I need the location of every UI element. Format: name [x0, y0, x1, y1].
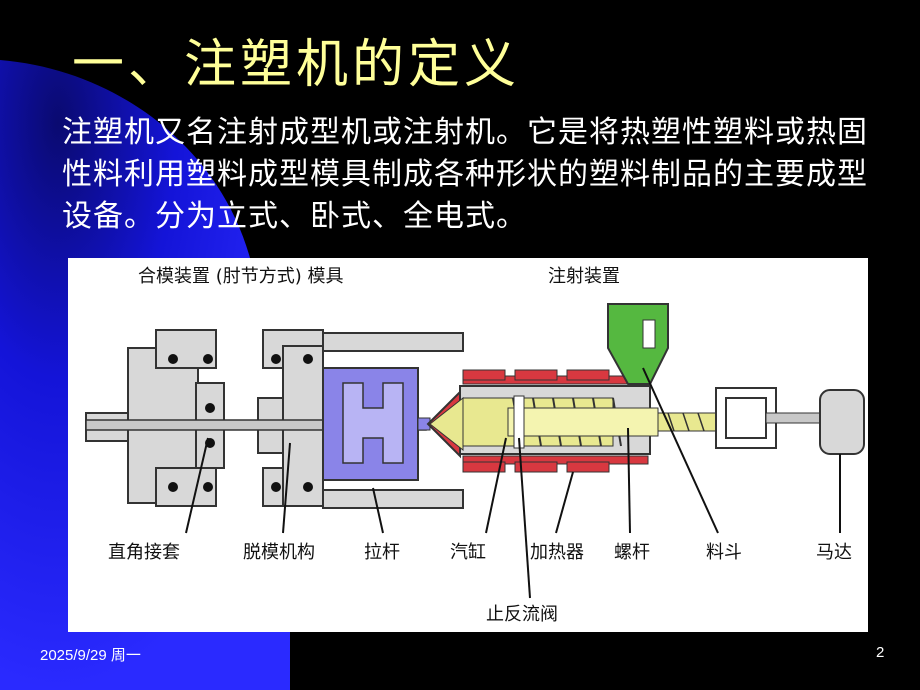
label-cylinder: 汽缸 — [450, 541, 486, 563]
label-ejector: 脱模机构 — [243, 542, 315, 563]
definition-text: 注塑机又名注射成型机或注射机。它是将热塑性塑料或热固性料利用塑料成型模具制成各种… — [62, 115, 868, 234]
clamping-unit — [85, 329, 464, 509]
slide-date: 2025/9/29 周一 — [40, 647, 141, 664]
label-tie-bar: 拉杆 — [364, 542, 400, 563]
label-clamping-unit: 合模装置 (肘节方式) 模具 — [138, 266, 344, 287]
label-motor: 马达 — [816, 542, 852, 563]
injection-barrel — [426, 369, 719, 473]
label-screw: 螺杆 — [614, 542, 650, 563]
mold — [322, 367, 431, 481]
label-heater: 加热器 — [530, 542, 584, 563]
label-check-valve: 止反流阀 — [486, 604, 558, 625]
slide-page-number: 2 — [876, 644, 885, 661]
leader-lines — [185, 367, 841, 599]
label-toggle-sleeve: 直角接套 — [108, 542, 180, 563]
slide-title: 一、注塑机的定义 — [72, 35, 521, 95]
injection-molding-machine-diagram: 合模装置 (肘节方式) 模具 注射装置 直角接套 脱模机构 拉杆 汽缸 加热器 … — [68, 258, 868, 632]
label-injection-unit: 注射装置 — [548, 266, 620, 287]
label-hopper: 料斗 — [706, 542, 742, 563]
hopper — [607, 303, 669, 385]
motor-drive — [715, 387, 865, 455]
